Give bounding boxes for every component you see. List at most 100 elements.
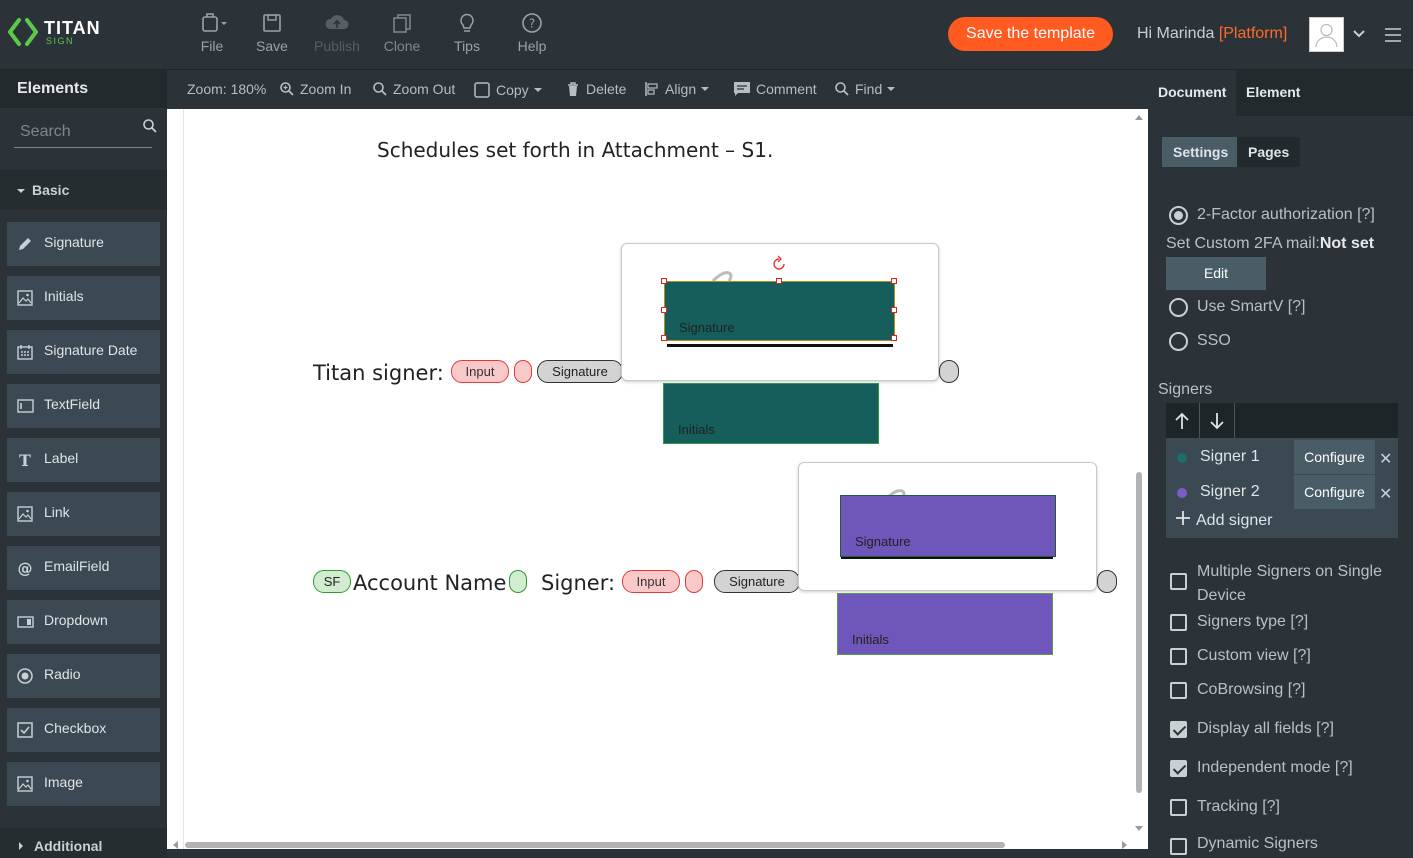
sf-field-tag[interactable]: SF <box>313 570 351 593</box>
search-input[interactable]: Search <box>14 117 152 148</box>
vertical-scrollbar[interactable] <box>1136 472 1142 793</box>
cobrowsing-checkbox[interactable] <box>1170 682 1187 699</box>
search-icon[interactable] <box>142 118 158 134</box>
resize-handle[interactable] <box>661 335 667 341</box>
tab-document[interactable]: Document <box>1148 70 1236 116</box>
resize-handle[interactable] <box>661 307 667 313</box>
resize-handle[interactable] <box>891 307 897 313</box>
panel-tabs: Document Element <box>1148 70 1413 116</box>
tab-settings[interactable]: Settings <box>1162 137 1240 167</box>
resize-handle[interactable] <box>661 278 667 284</box>
element-label: Link <box>44 504 70 520</box>
sso-radio[interactable] <box>1169 332 1188 351</box>
signer-color-dot <box>1177 488 1187 498</box>
publish-button[interactable]: Publish <box>307 12 367 54</box>
signers-type-label: Signers type [?] <box>1197 613 1309 630</box>
help-button[interactable]: ? Help <box>502 12 562 54</box>
scroll-up-icon[interactable] <box>1134 113 1144 121</box>
horizontal-scrollbar[interactable] <box>185 842 1005 848</box>
save-button[interactable]: Save <box>242 12 302 54</box>
signer1-initials-box[interactable]: Initials <box>663 383 879 444</box>
add-signer-button[interactable]: Add signer <box>1176 511 1273 530</box>
signature-field-end-tag[interactable] <box>939 360 959 383</box>
signature-line <box>667 344 893 347</box>
input-field-end-tag[interactable] <box>514 360 532 383</box>
zoom-out-button[interactable]: Zoom Out <box>372 81 455 97</box>
signer-color-dot <box>1177 453 1187 463</box>
help-icon: ? <box>522 13 542 33</box>
signature-field-tag[interactable]: Signature <box>537 360 623 383</box>
menu-icon[interactable] <box>1384 27 1402 43</box>
chevron-down-icon[interactable] <box>1352 27 1366 41</box>
arrow-up-icon[interactable] <box>1174 412 1190 430</box>
avatar[interactable] <box>1309 17 1344 52</box>
element-image[interactable]: Image <box>7 762 160 807</box>
edit-2fa-button[interactable]: Edit <box>1166 257 1266 290</box>
signer2-initials-box[interactable]: Initials <box>837 593 1053 655</box>
scroll-left-icon[interactable] <box>171 840 179 850</box>
resize-handle[interactable] <box>776 278 782 284</box>
platform-link[interactable]: [Platform] <box>1218 25 1288 42</box>
find-button[interactable]: Find <box>834 81 901 97</box>
clone-icon <box>393 14 411 33</box>
element-emailfield[interactable]: @ EmailField <box>7 546 160 591</box>
copy-icon <box>474 82 490 98</box>
arrow-down-icon[interactable] <box>1209 412 1225 430</box>
zoom-in-button[interactable]: Zoom In <box>279 81 351 97</box>
scroll-right-icon[interactable] <box>1121 840 1129 850</box>
tracking-checkbox[interactable] <box>1170 799 1187 816</box>
titan-signer-label: Titan signer: <box>313 361 444 385</box>
element-radio[interactable]: Radio <box>7 654 160 699</box>
copy-button[interactable]: Copy <box>473 81 548 99</box>
remove-signer-icon[interactable]: ✕ <box>1379 486 1393 503</box>
at-sign-icon: @ <box>18 560 33 578</box>
signature-field-tag[interactable]: Signature <box>714 570 800 593</box>
svg-text:?: ? <box>529 17 535 31</box>
signer2-signature-box[interactable]: Signature <box>840 495 1056 557</box>
remove-signer-icon[interactable]: ✕ <box>1379 451 1393 468</box>
tab-element[interactable]: Element <box>1246 84 1301 100</box>
display-all-fields-checkbox[interactable] <box>1170 721 1187 738</box>
element-initials[interactable]: Initials <box>7 276 160 321</box>
basic-section-toggle[interactable]: Basic <box>0 170 167 210</box>
input-field-tag[interactable]: Input <box>451 360 509 383</box>
top-toolbar: TITAN SIGN File Save Publish Clone Tips … <box>0 0 1413 70</box>
save-template-button[interactable]: Save the template <box>948 17 1113 51</box>
additional-section-toggle[interactable]: Additional <box>0 828 167 858</box>
scroll-down-icon[interactable] <box>1134 825 1144 833</box>
input-field-tag[interactable]: Input <box>622 570 680 593</box>
signers-type-checkbox[interactable] <box>1170 614 1187 631</box>
dynamic-signers-checkbox[interactable] <box>1170 838 1187 855</box>
configure-signer-button[interactable]: Configure <box>1294 475 1375 509</box>
element-textfield[interactable]: TextField <box>7 384 160 429</box>
element-label[interactable]: T Label <box>7 438 160 483</box>
independent-mode-checkbox[interactable] <box>1170 760 1187 777</box>
twofa-radio[interactable] <box>1169 206 1188 225</box>
element-dropdown[interactable]: Dropdown <box>7 600 160 645</box>
custom-view-checkbox[interactable] <box>1170 648 1187 665</box>
delete-button[interactable]: Delete <box>565 81 626 97</box>
input-field-end-tag[interactable] <box>685 570 703 593</box>
sf-field-end-tag[interactable] <box>509 570 527 593</box>
signer1-signature-box[interactable]: Signature <box>664 281 895 341</box>
signature-field-end-tag[interactable] <box>1097 570 1117 593</box>
file-icon <box>202 13 227 32</box>
element-link[interactable]: Link <box>7 492 160 537</box>
element-signature[interactable]: Signature <box>7 222 160 267</box>
element-checkbox[interactable]: Checkbox <box>7 708 160 753</box>
multiple-signers-checkbox[interactable] <box>1170 573 1187 590</box>
resize-handle[interactable] <box>891 278 897 284</box>
comment-button[interactable]: Comment <box>733 81 817 97</box>
configure-signer-button[interactable]: Configure <box>1294 440 1375 474</box>
file-button[interactable]: File <box>182 12 242 54</box>
align-button[interactable]: Align <box>644 81 715 97</box>
resize-handle[interactable] <box>891 335 897 341</box>
tab-pages[interactable]: Pages <box>1237 137 1301 167</box>
document-canvas[interactable]: Schedules set forth in Attachment – S1. … <box>167 109 1148 849</box>
element-signature-date[interactable]: Signature Date <box>7 330 160 375</box>
tips-button[interactable]: Tips <box>437 12 497 54</box>
user-avatar-icon <box>1315 23 1338 48</box>
rotate-icon[interactable] <box>770 255 788 273</box>
smartv-radio[interactable] <box>1169 298 1188 317</box>
clone-button[interactable]: Clone <box>372 12 432 54</box>
